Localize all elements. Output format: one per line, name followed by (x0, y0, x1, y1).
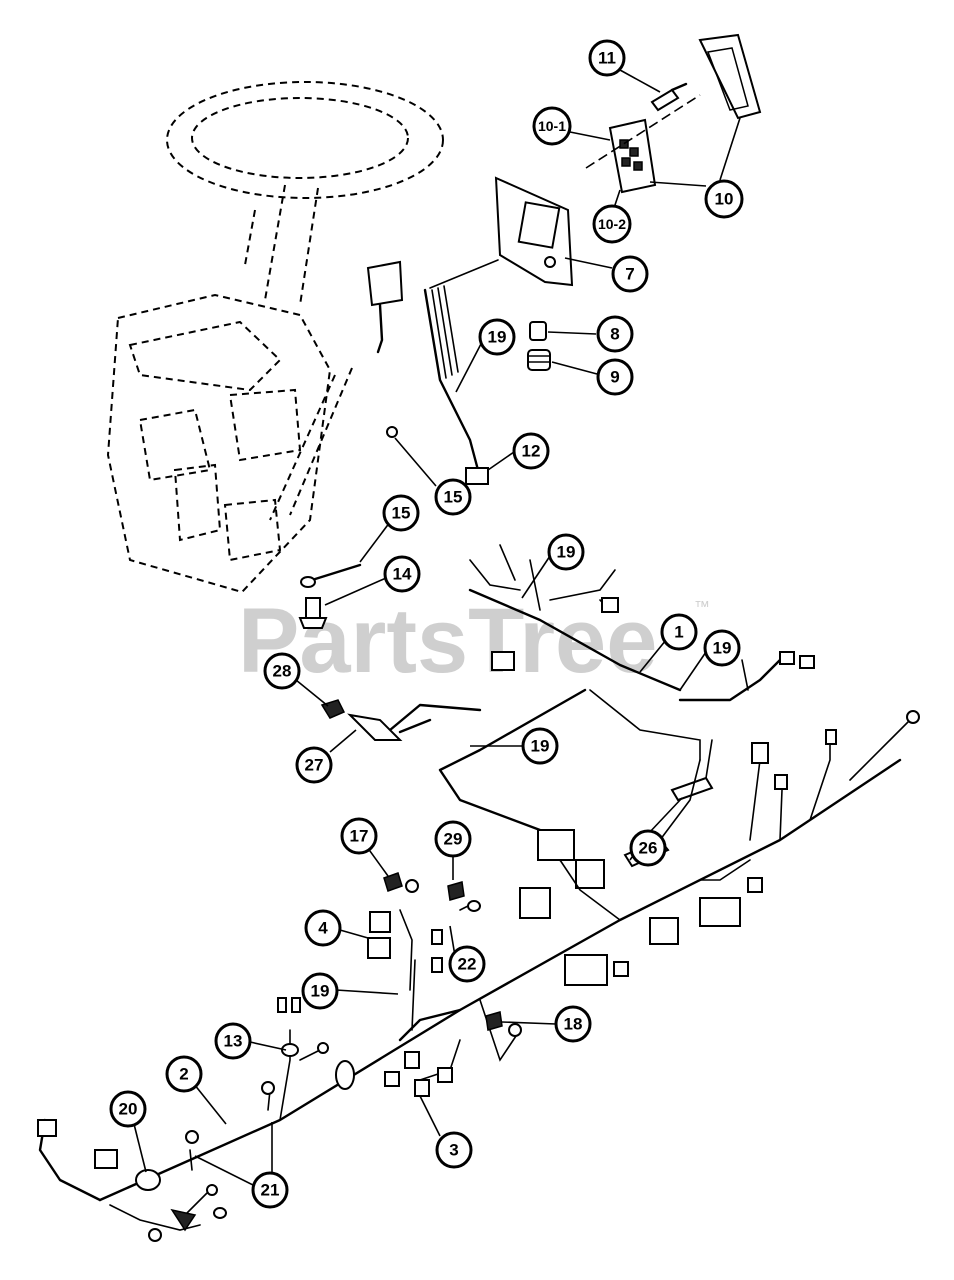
grommet-9 (527, 349, 551, 371)
bushing-8 (529, 321, 547, 341)
sensor-27 (347, 713, 432, 741)
svg-text:26: 26 (639, 839, 658, 858)
callout-26: 26 (629, 829, 667, 867)
svg-text:20: 20 (119, 1100, 138, 1119)
ignition-bracket (429, 176, 574, 289)
callout-18: 18 (554, 1005, 592, 1043)
svg-text:10-1: 10-1 (538, 118, 566, 134)
callout-8: 8 (596, 315, 634, 353)
callout-20: 20 (109, 1090, 147, 1128)
svg-text:4: 4 (318, 919, 328, 938)
svg-text:8: 8 (610, 325, 619, 344)
callout-19-e: 19 (301, 972, 339, 1010)
leader-lines (133, 69, 741, 1187)
callout-15-a: 15 (434, 478, 472, 516)
screw-11 (650, 82, 688, 112)
callout-19-d: 19 (521, 727, 559, 765)
key-switch-pigtail (423, 285, 489, 485)
terminal-22 (431, 900, 481, 973)
callouts: 11 10-1 10 10-2 7 8 9 19 12 15 15 14 19 … (109, 39, 744, 1209)
callout-19-a: 19 (478, 318, 516, 356)
svg-text:13: 13 (224, 1032, 243, 1051)
callout-10: 10 (704, 179, 744, 219)
callout-3: 3 (435, 1131, 473, 1169)
svg-text:18: 18 (564, 1015, 583, 1034)
bezel-frame (698, 33, 762, 120)
callout-11: 11 (588, 39, 626, 77)
callout-19-c: 19 (703, 629, 741, 667)
harness-2 (37, 710, 920, 1242)
svg-text:1: 1 (674, 623, 683, 642)
harness-branch-right (678, 651, 815, 702)
callout-13: 13 (214, 1022, 252, 1060)
callout-29: 29 (434, 820, 472, 858)
callout-4: 4 (304, 909, 342, 947)
callout-27: 27 (295, 746, 333, 784)
watermark-text: PartsTree (238, 590, 657, 692)
svg-text:19: 19 (557, 543, 576, 562)
svg-text:10-2: 10-2 (598, 216, 626, 232)
relay-15 (366, 260, 404, 438)
nut-17 (383, 872, 403, 892)
svg-text:7: 7 (625, 265, 634, 284)
callout-19-b: 19 (547, 533, 585, 571)
callout-28: 28 (263, 652, 301, 690)
callout-21: 21 (251, 1171, 289, 1209)
console-phantom (106, 293, 353, 594)
svg-text:10: 10 (715, 190, 734, 209)
callout-10-1: 10-1 (532, 106, 572, 146)
callout-2: 2 (165, 1055, 203, 1093)
svg-text:29: 29 (444, 830, 463, 849)
callout-14: 14 (383, 555, 421, 593)
svg-text:11: 11 (598, 49, 616, 68)
steering-wheel-phantom (166, 81, 444, 306)
callout-9: 9 (596, 358, 634, 396)
callout-1: 1 (660, 613, 698, 651)
svg-text:27: 27 (305, 756, 324, 775)
callout-17: 17 (340, 817, 378, 855)
svg-text:2: 2 (179, 1065, 188, 1084)
callout-10-2: 10-2 (592, 204, 632, 244)
callout-7: 7 (611, 255, 649, 293)
svg-text:15: 15 (444, 488, 463, 507)
harness-1 (388, 544, 701, 889)
svg-text:19: 19 (531, 737, 550, 756)
svg-text:12: 12 (522, 442, 541, 461)
callout-15-b: 15 (382, 494, 420, 532)
svg-text:9: 9 (610, 368, 619, 387)
svg-text:17: 17 (350, 827, 369, 846)
svg-text:28: 28 (273, 662, 292, 681)
svg-text:21: 21 (261, 1181, 280, 1200)
svg-text:22: 22 (458, 955, 477, 974)
switch-module (608, 118, 657, 194)
callout-12: 12 (512, 432, 550, 470)
svg-text:14: 14 (393, 565, 412, 584)
callout-22: 22 (448, 945, 486, 983)
svg-text:15: 15 (392, 504, 411, 523)
bolt-14 (298, 597, 328, 629)
svg-text:19: 19 (488, 328, 507, 347)
svg-text:3: 3 (449, 1141, 458, 1160)
ground-wire-15 (300, 563, 362, 588)
watermark-trademark: ™ (694, 599, 710, 616)
svg-text:19: 19 (713, 639, 732, 658)
nut-28 (320, 699, 346, 719)
nut-18 (485, 1011, 503, 1031)
svg-text:19: 19 (311, 982, 330, 1001)
nut-29 (447, 881, 465, 901)
